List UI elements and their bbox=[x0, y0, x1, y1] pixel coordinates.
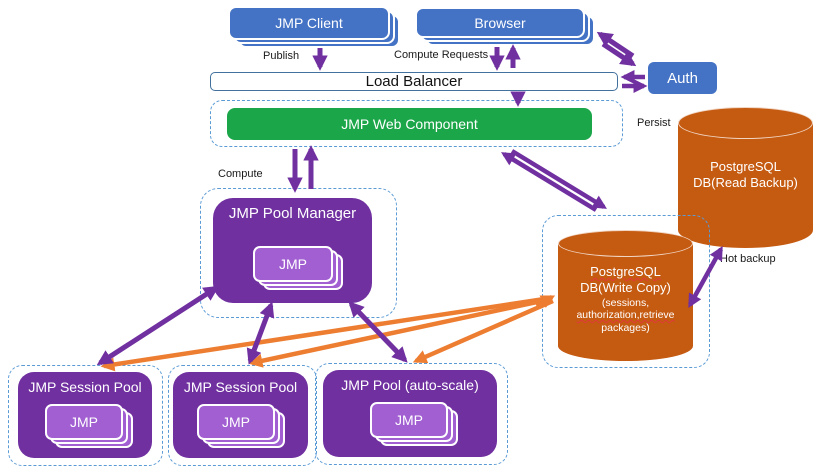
jmp-client-box: JMP Client bbox=[228, 6, 390, 40]
pool-manager-jmp-stack: JMP bbox=[253, 246, 343, 292]
web-component-label: JMP Web Component bbox=[341, 116, 478, 132]
web-component-node: JMP Web Component bbox=[227, 108, 592, 140]
jmp-instance-label: JMP bbox=[279, 256, 307, 272]
load-balancer-label: Load Balancer bbox=[365, 73, 463, 90]
db-write-note1: (sessions, bbox=[601, 296, 650, 309]
compute-requests-edge-label: Compute Requests bbox=[394, 49, 489, 61]
db-read-line2: DB(Read Backup) bbox=[693, 175, 798, 191]
jmp-client-label: JMP Client bbox=[275, 15, 343, 31]
cylinder-top bbox=[678, 107, 813, 139]
load-balancer-node: Load Balancer bbox=[210, 72, 618, 91]
jmp-instance-label: JMP bbox=[222, 414, 250, 430]
compute-edge-label: Compute bbox=[218, 168, 263, 180]
session-pool-2-label: JMP Session Pool bbox=[183, 379, 298, 395]
auth-node: Auth bbox=[648, 62, 717, 94]
publish-edge-label: Publish bbox=[263, 50, 300, 62]
browser-node: Browser bbox=[415, 7, 595, 48]
cylinder-body bbox=[558, 243, 693, 361]
jmp-instance-box: JMP bbox=[253, 246, 333, 282]
session-pool-1-container bbox=[8, 365, 163, 466]
browser-label: Browser bbox=[474, 14, 526, 31]
persist-edge-label: Persist bbox=[637, 117, 671, 129]
web-component-container bbox=[210, 100, 623, 147]
db-write-line2: DB(Write Copy) bbox=[580, 280, 671, 296]
auto-scale-pool-label: JMP Pool (auto-scale) bbox=[341, 377, 479, 393]
db-read-text: PostgreSQL DB(Read Backup) bbox=[678, 159, 813, 192]
jmp-instance-box: JMP bbox=[197, 404, 275, 440]
auto-scale-pool-jmp-stack: JMP bbox=[370, 402, 458, 446]
jmp-instance-label: JMP bbox=[70, 414, 98, 430]
browser-box: Browser bbox=[415, 7, 585, 38]
cylinder-top bbox=[558, 230, 693, 257]
jmp-instance-label: JMP bbox=[395, 412, 423, 428]
db-write-note2: authorization,retrieve bbox=[576, 309, 675, 322]
jmp-client-node: JMP Client bbox=[228, 6, 400, 50]
auth-label: Auth bbox=[667, 69, 698, 87]
session-pool-2-jmp-stack: JMP bbox=[197, 404, 285, 448]
session-pool-1-label: JMP Session Pool bbox=[28, 379, 142, 395]
jmp-instance-box: JMP bbox=[45, 404, 123, 440]
db-write-cylinder: PostgreSQL DB(Write Copy) (sessions, aut… bbox=[558, 230, 693, 361]
session-pool-1-jmp-stack: JMP bbox=[45, 404, 133, 448]
db-write-text: PostgreSQL DB(Write Copy) (sessions, aut… bbox=[558, 264, 693, 334]
db-write-note3: packages) bbox=[601, 321, 650, 334]
db-read-line1: PostgreSQL bbox=[710, 159, 781, 174]
pool-manager-label: JMP Pool Manager bbox=[228, 205, 357, 222]
hot-backup-edge-label: Hot backup bbox=[720, 253, 776, 265]
db-write-line1: PostgreSQL bbox=[590, 264, 661, 279]
jmp-instance-box: JMP bbox=[370, 402, 448, 438]
db-read-cylinder: PostgreSQL DB(Read Backup) bbox=[678, 107, 813, 248]
